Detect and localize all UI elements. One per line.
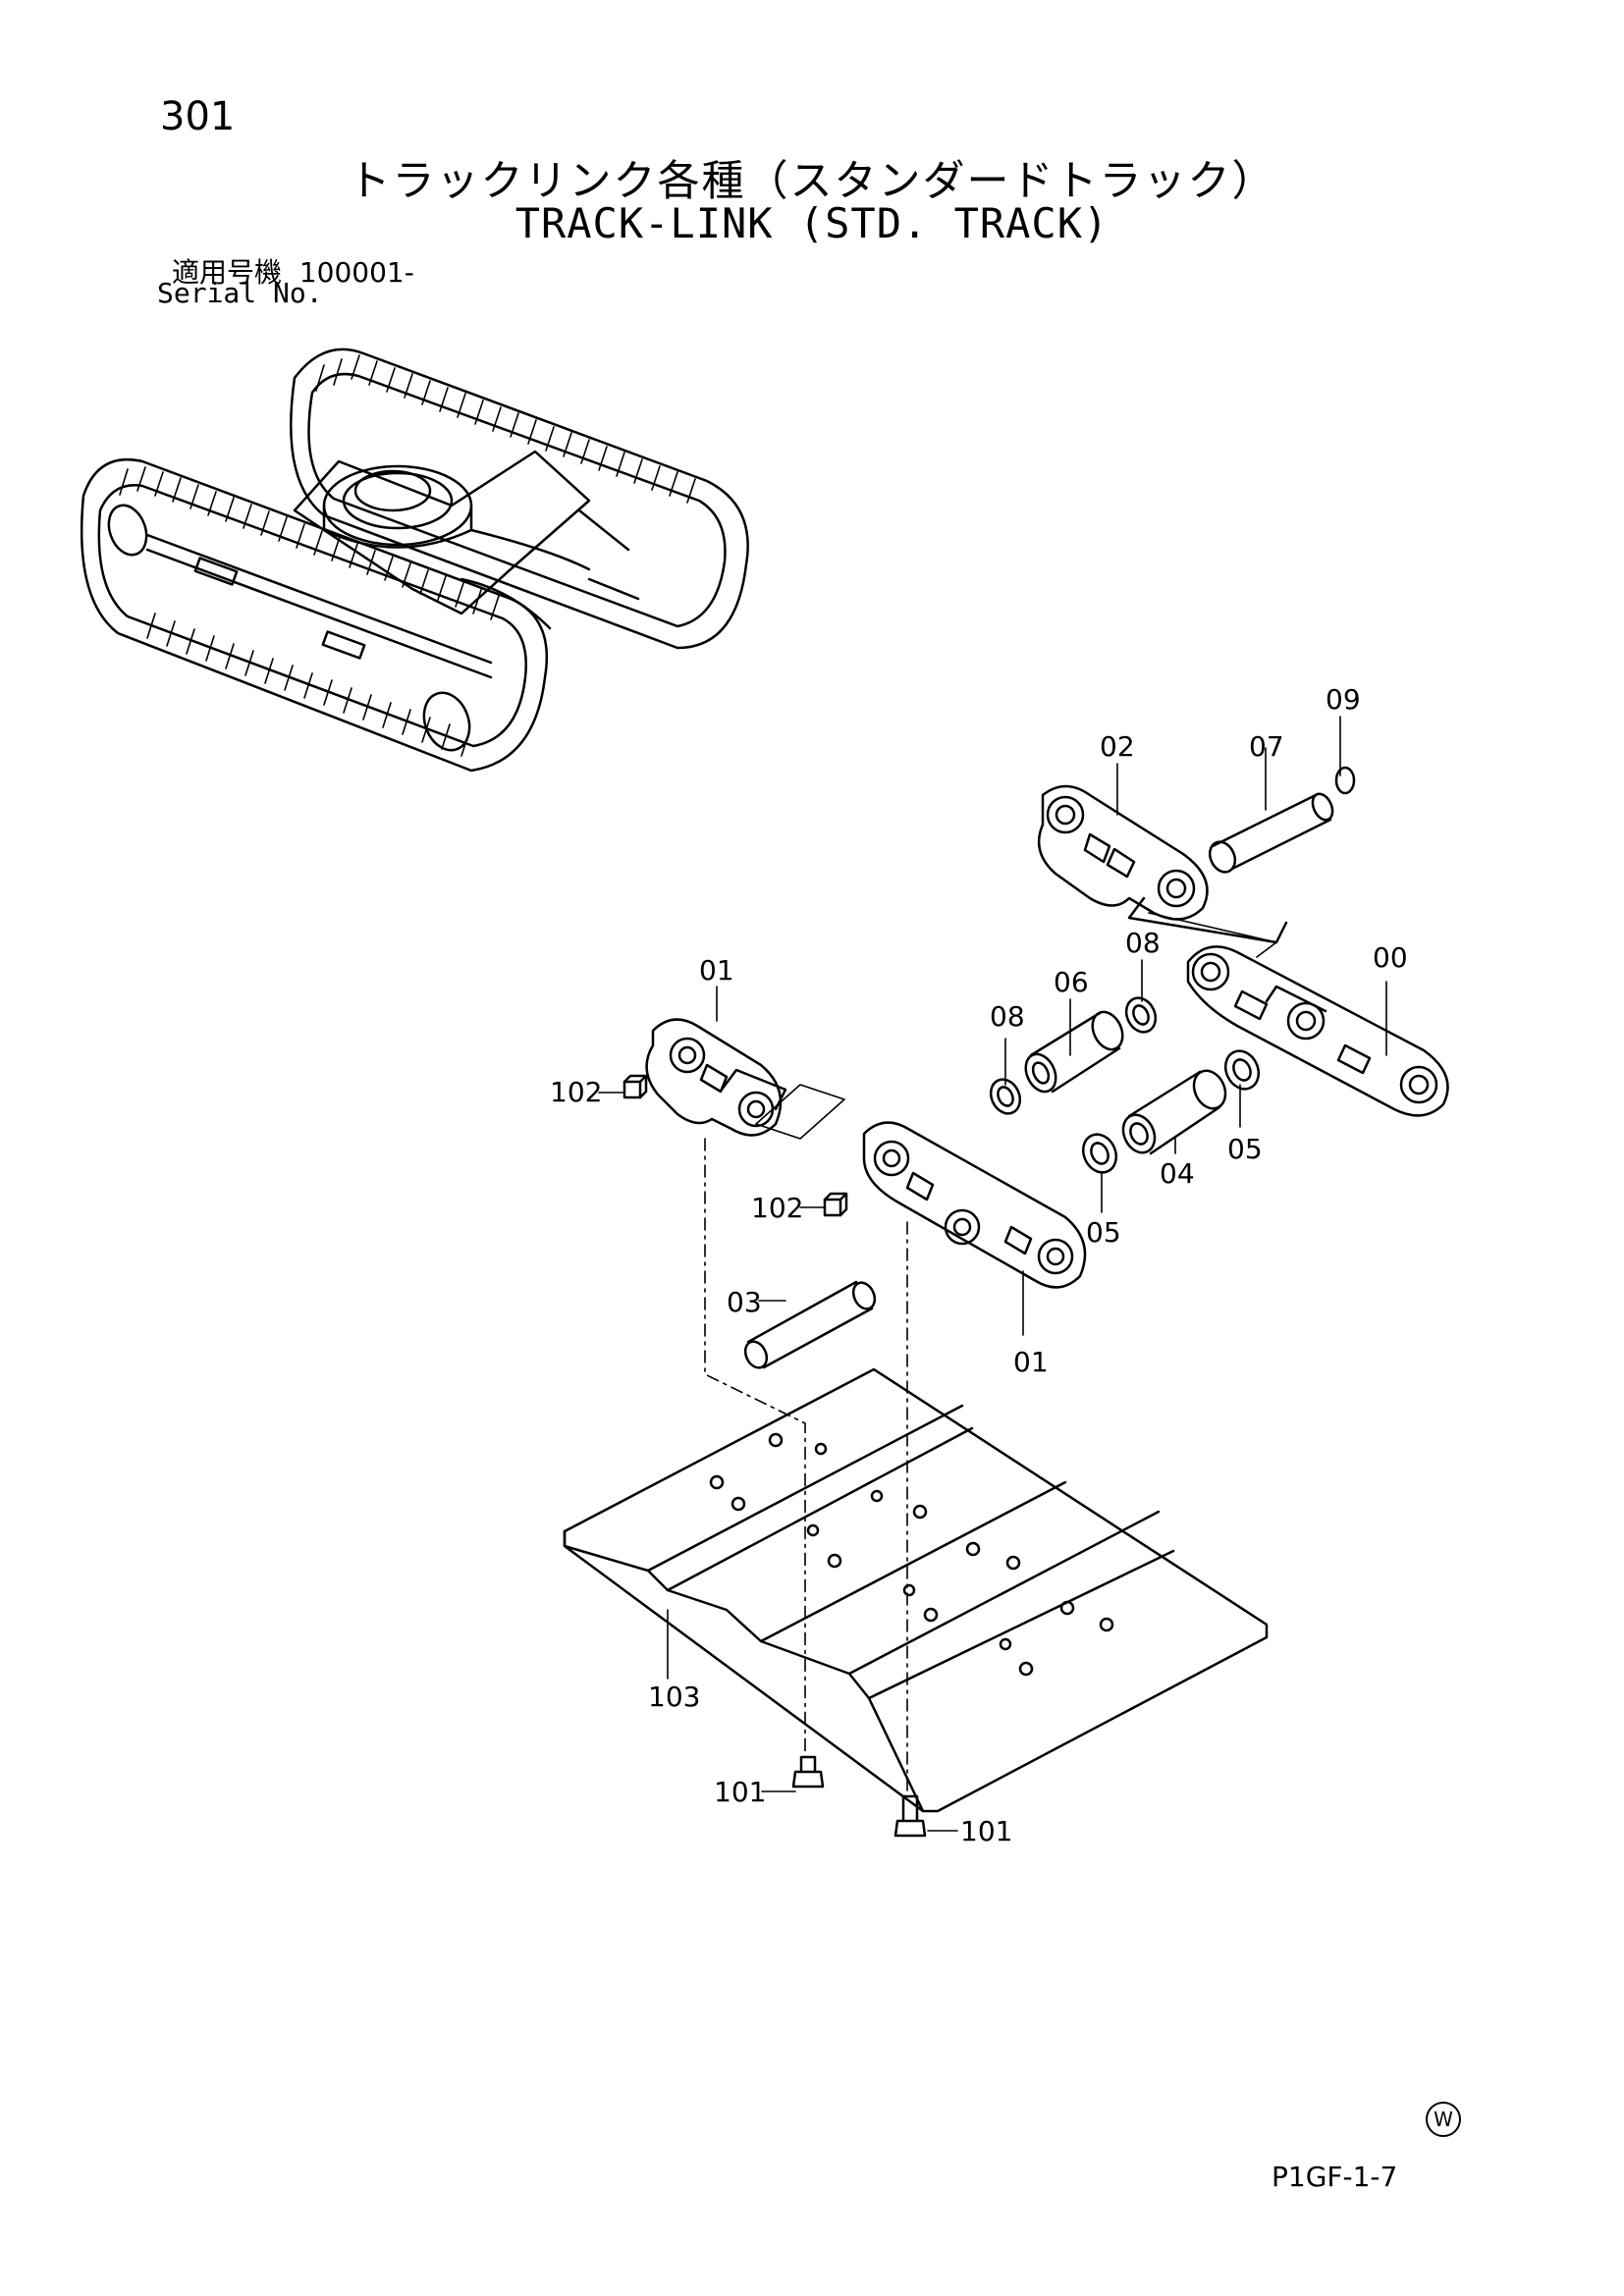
part-seal-08-upper [1124, 996, 1158, 1034]
part-bushing-04 [1121, 1069, 1227, 1155]
callout-101-left: 101 [714, 1776, 766, 1808]
page-title-japanese: トラックリンク各種（スタンダードトラック） [348, 157, 1276, 206]
part-link-01-middle [862, 1121, 1087, 1289]
callout-08-lower: 08 [990, 1000, 1025, 1033]
callout-103: 103 [648, 1681, 700, 1713]
part-shoe-103 [563, 1367, 1269, 1813]
serial-label-japanese: 適用号機 100001- [172, 251, 414, 291]
callout-01-upper: 01 [699, 954, 734, 987]
part-bushing-06 [1024, 1010, 1124, 1094]
callout-09: 09 [1326, 683, 1361, 716]
part-nut-102-lower [823, 1192, 848, 1217]
callout-08-upper: 08 [1125, 927, 1161, 959]
part-pin-03 [743, 1280, 877, 1369]
part-nut-102-upper [623, 1074, 648, 1099]
callout-03: 03 [727, 1286, 762, 1318]
callout-04: 04 [1160, 1157, 1195, 1190]
serial-label-english: Serial No. [157, 277, 323, 309]
part-seal-08-lower [989, 1078, 1022, 1115]
page-number: 301 [160, 94, 236, 139]
part-bolt-101-left [791, 1755, 825, 1789]
part-link-02 [1037, 784, 1288, 944]
part-circlip-09 [1334, 766, 1356, 795]
callout-07: 07 [1249, 730, 1284, 763]
serial-label-jp: 適用号機 [172, 256, 283, 289]
callout-06: 06 [1054, 966, 1089, 998]
callout-01-lower: 01 [1013, 1346, 1049, 1378]
footer-page-code: P1GF-1-7 [1272, 2161, 1398, 2193]
page-title-english: TRACK-LINK (STD. TRACK) [514, 199, 1110, 247]
callout-102-upper: 102 [550, 1076, 602, 1108]
callout-102-lower: 102 [751, 1192, 803, 1224]
undercarriage-overview [80, 347, 749, 773]
part-bolt-101-right [893, 1794, 927, 1838]
footer-w-mark: W [1426, 2102, 1461, 2137]
callout-02: 02 [1100, 730, 1135, 763]
part-seal-05-right [1223, 1049, 1261, 1091]
callout-05-left: 05 [1086, 1216, 1121, 1249]
part-link-01-upper [645, 1018, 787, 1137]
serial-number-value: 100001- [298, 256, 414, 289]
callout-00: 00 [1373, 941, 1408, 974]
part-pin-07 [1208, 792, 1334, 874]
callout-05-right: 05 [1227, 1133, 1263, 1165]
part-seal-05-left [1081, 1133, 1118, 1174]
part-link-00 [1186, 945, 1449, 1117]
callout-101-right: 101 [960, 1815, 1012, 1847]
